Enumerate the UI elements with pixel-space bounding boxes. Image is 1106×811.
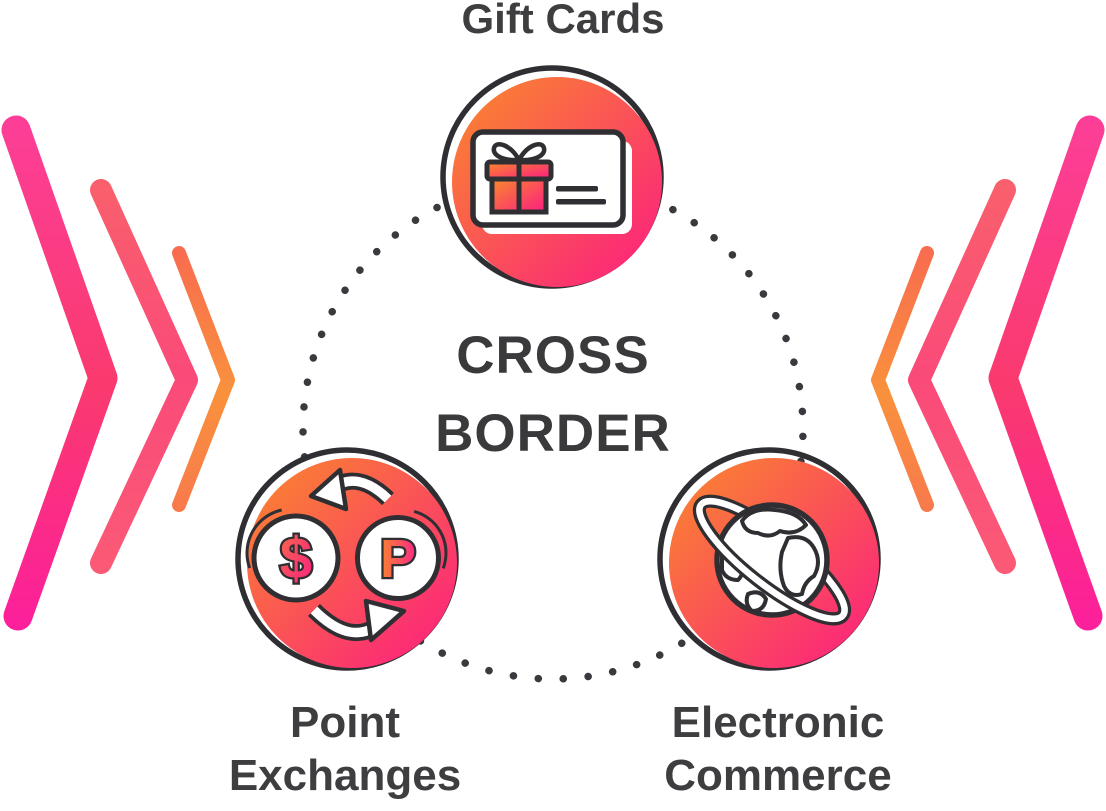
continent bbox=[778, 535, 820, 597]
node-circle bbox=[247, 458, 457, 668]
point-exchanges-node: $ P bbox=[235, 447, 459, 671]
card-text-line bbox=[556, 186, 598, 192]
title-line-1: CROSS bbox=[456, 326, 650, 385]
cross-border-title: CROSS BORDER bbox=[353, 317, 753, 473]
exchange-arrow-bottom-icon bbox=[307, 598, 407, 643]
continent bbox=[740, 507, 808, 538]
left-chevrons-decoration bbox=[1, 115, 235, 631]
chevron-large-icon bbox=[988, 115, 1105, 631]
point-exchanges-label: Point Exchanges bbox=[228, 698, 462, 800]
currency-exchange-icon: $ P bbox=[245, 467, 448, 643]
globe-orbit-icon bbox=[692, 494, 852, 626]
bow bbox=[491, 142, 547, 163]
exchange-arrow-top-icon bbox=[308, 467, 394, 512]
electronic-commerce-node bbox=[657, 447, 881, 671]
chevron-small-icon bbox=[871, 246, 934, 512]
point-coin: P bbox=[355, 508, 448, 601]
chevron-medium-icon bbox=[908, 179, 1016, 574]
continent bbox=[744, 590, 768, 613]
electronic-commerce-label: Electronic Commerce bbox=[664, 698, 892, 800]
title-line-2: BORDER bbox=[435, 404, 671, 463]
point-symbol: P bbox=[380, 529, 416, 589]
chevron-small-icon bbox=[172, 246, 235, 512]
dollar-coin: $ bbox=[245, 507, 341, 603]
card-text-line bbox=[556, 199, 606, 205]
dollar-symbol: $ bbox=[280, 526, 312, 591]
orbit-ring-front bbox=[692, 500, 849, 626]
gift-cards-node bbox=[440, 65, 664, 289]
chevron-medium-icon bbox=[90, 179, 198, 574]
gift-cards-label: Gift Cards bbox=[461, 0, 665, 42]
gift-card-icon bbox=[470, 129, 632, 234]
chevron-large-icon bbox=[1, 115, 118, 631]
right-chevrons-decoration bbox=[871, 115, 1105, 631]
